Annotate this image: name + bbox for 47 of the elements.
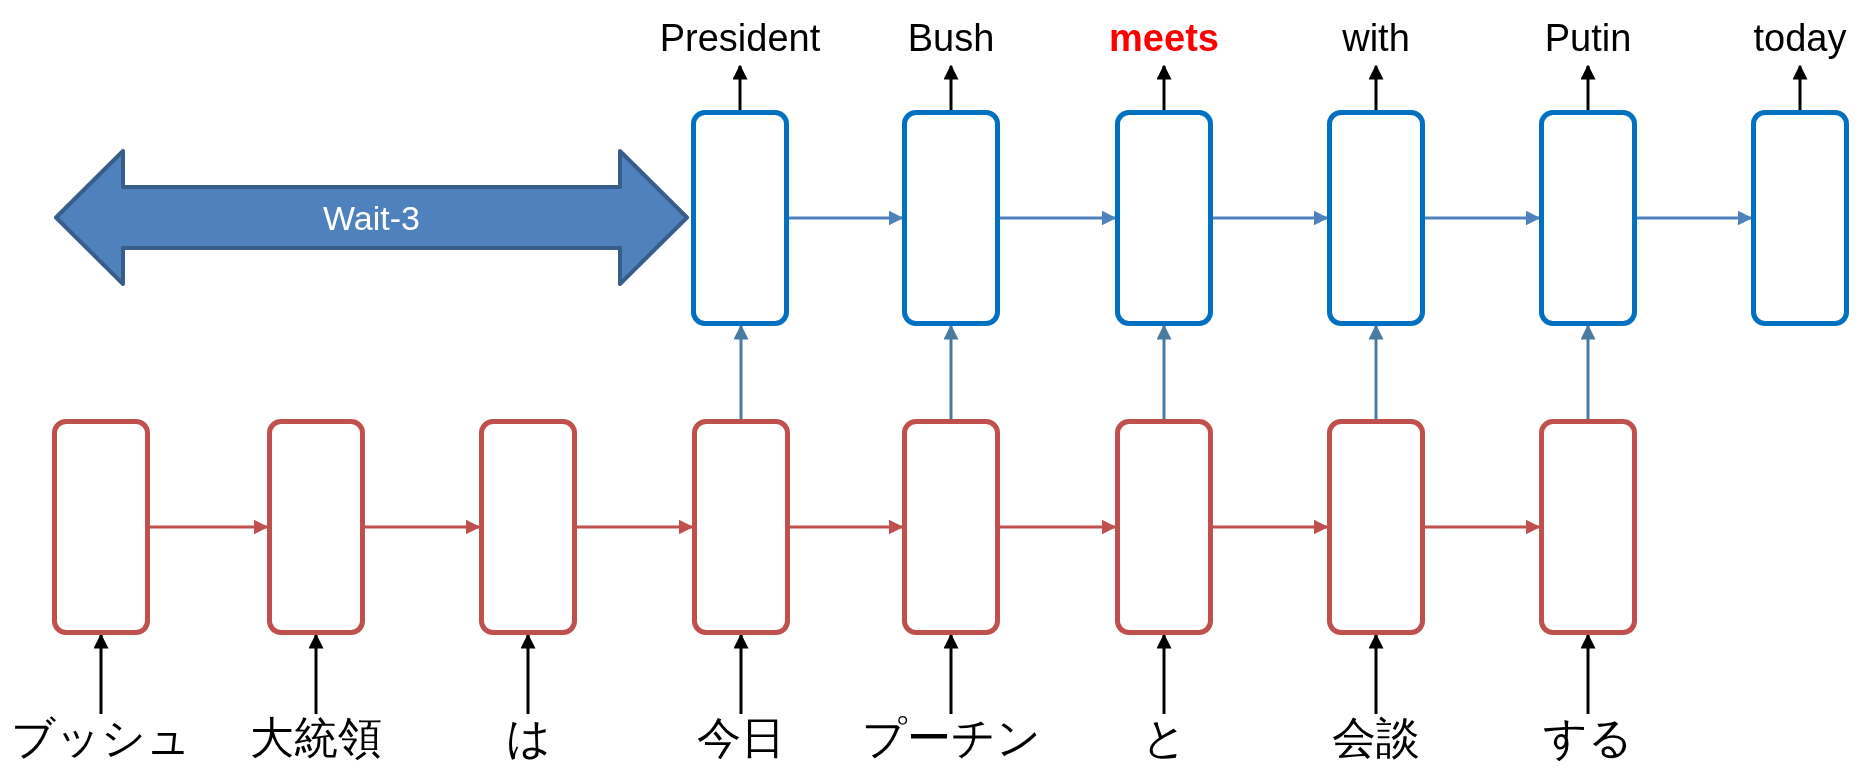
arrow — [308, 633, 324, 714]
arrow — [1580, 64, 1596, 110]
arrow — [1156, 64, 1172, 110]
encoder-box — [692, 419, 790, 635]
arrow — [733, 633, 749, 714]
arrow — [1156, 633, 1172, 714]
decoder-box — [1539, 110, 1637, 326]
arrow — [943, 633, 959, 714]
arrow — [1580, 324, 1596, 419]
encoder-box — [902, 419, 1000, 635]
encoder-box — [267, 419, 365, 635]
decoder-box — [1115, 110, 1213, 326]
arrow — [365, 519, 481, 535]
decoder-box — [902, 110, 1000, 326]
arrow — [520, 633, 536, 714]
arrow — [1637, 210, 1753, 226]
arrow — [790, 519, 904, 535]
arrow — [1425, 519, 1541, 535]
arrow — [1425, 210, 1541, 226]
arrow — [1368, 324, 1384, 419]
decoder-box — [1327, 110, 1425, 326]
arrow — [577, 519, 694, 535]
double-arrow — [54, 149, 689, 286]
arrow — [733, 324, 749, 419]
arrow — [1000, 519, 1117, 535]
encoder-box — [479, 419, 577, 635]
encoder-box — [52, 419, 150, 635]
encoder-box — [1539, 419, 1637, 635]
arrow — [1156, 324, 1172, 419]
arrow — [732, 64, 748, 110]
arrow — [943, 324, 959, 419]
arrow — [93, 633, 109, 714]
arrow — [789, 210, 904, 226]
encoder-box — [1327, 419, 1425, 635]
arrow — [1213, 210, 1329, 226]
arrow — [1000, 210, 1117, 226]
arrow-label: Wait-3 — [322, 198, 421, 237]
decoder-box — [691, 110, 789, 326]
decoder-box — [1751, 110, 1849, 326]
arrow — [943, 64, 959, 110]
arrow — [150, 519, 269, 535]
arrow — [1580, 633, 1596, 714]
arrow — [1792, 64, 1808, 110]
arrow — [1368, 64, 1384, 110]
arrow — [1213, 519, 1329, 535]
encoder-box — [1115, 419, 1213, 635]
arrow — [1368, 633, 1384, 714]
